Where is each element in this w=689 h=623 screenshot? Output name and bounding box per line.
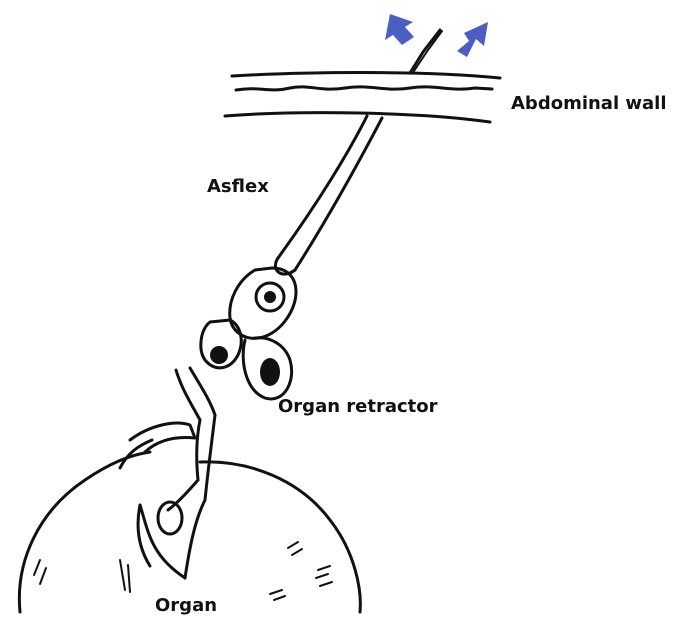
organ-shape [19, 423, 360, 612]
organ-retractor-device [138, 268, 296, 578]
up-left-arrow-icon [385, 14, 414, 45]
up-right-arrow-icon [457, 22, 488, 57]
asflex-label: Asflex [207, 178, 269, 196]
thread [410, 30, 440, 73]
organ-label: Organ [155, 597, 217, 615]
organ-retractor-label: Organ retractor [278, 398, 438, 416]
asflex-device [275, 116, 382, 274]
abdominal-wall-label: Abdominal wall [511, 95, 667, 113]
abdominal-wall-shape [225, 73, 500, 123]
